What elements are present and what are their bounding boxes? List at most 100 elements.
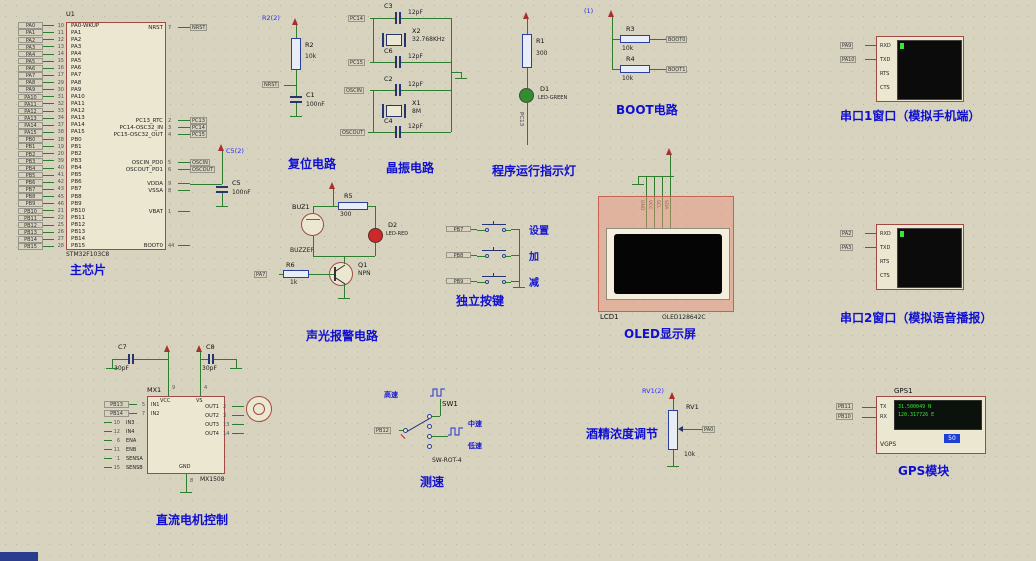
capacitor-c2[interactable] bbox=[395, 84, 401, 96]
chip-pin-row[interactable]: PA9 30 PA9 bbox=[18, 86, 99, 93]
capacitor-c1[interactable] bbox=[290, 96, 302, 103]
push-button[interactable] bbox=[477, 273, 511, 288]
net-terminal[interactable]: PC15 bbox=[348, 59, 365, 66]
net-terminal[interactable]: PA14 bbox=[18, 122, 43, 129]
chip-pin-row[interactable]: PC15-OSC32_OUT 4 PC15 bbox=[70, 131, 207, 138]
chip-pin-row[interactable]: PA14 37 PA14 bbox=[18, 122, 99, 129]
chip-pin-row[interactable]: 11 ENB bbox=[104, 445, 159, 454]
net-terminal[interactable]: PB9 bbox=[18, 200, 43, 207]
chip-pin-row[interactable]: PB8 45 PB8 bbox=[18, 193, 99, 200]
chip-pin-row[interactable]: 1 SENSA bbox=[104, 454, 159, 463]
chip-pin-row[interactable]: OUT2 3 bbox=[150, 411, 244, 420]
resistor-r6[interactable] bbox=[283, 270, 309, 278]
net-terminal[interactable]: PA13 bbox=[18, 114, 43, 122]
net-terminal[interactable]: OSCIN bbox=[344, 87, 364, 94]
capacitor-c8[interactable] bbox=[208, 354, 214, 364]
mcu-chip-body[interactable] bbox=[66, 22, 166, 250]
net-terminal[interactable]: PA11 bbox=[18, 100, 43, 107]
net-terminal[interactable]: PA9 bbox=[18, 86, 43, 93]
resistor-r2[interactable] bbox=[291, 38, 301, 70]
net-terminal[interactable]: PB12 bbox=[18, 221, 43, 229]
chip-pin-row[interactable]: PA10 31 PA10 bbox=[18, 93, 99, 100]
chip-pin-row[interactable]: PA0 10 PA0-WKUP bbox=[18, 22, 99, 29]
capacitor-c4[interactable] bbox=[395, 126, 401, 138]
net-terminal[interactable]: PA10 bbox=[840, 56, 857, 63]
net-terminal[interactable]: PA12 bbox=[18, 107, 43, 115]
chip-pin-row[interactable]: PB10 21 PB10 bbox=[18, 207, 99, 214]
resistor-r1[interactable] bbox=[522, 34, 532, 68]
chip-pin-row[interactable]: PB15 28 PB15 bbox=[18, 243, 99, 250]
chip-pin-row[interactable]: PA7 17 PA7 bbox=[18, 72, 99, 79]
chip-pin-row[interactable]: VSSA 8 bbox=[70, 187, 190, 194]
capacitor-c5[interactable] bbox=[216, 186, 228, 193]
net-terminal[interactable]: PA15 bbox=[18, 129, 43, 136]
chip-pin-row[interactable]: PB9 46 PB9 bbox=[18, 200, 99, 207]
net-terminal[interactable]: PB9 bbox=[446, 277, 471, 285]
net-terminal[interactable]: PA7 bbox=[18, 72, 43, 79]
net-terminal[interactable]: BOOT1 bbox=[666, 66, 688, 73]
net-terminal[interactable]: PB4 bbox=[18, 164, 43, 172]
dc-motor[interactable] bbox=[246, 396, 272, 422]
net-terminal[interactable]: PB7 bbox=[446, 225, 471, 233]
chip-pin-row[interactable]: OSCOUT_PD1 6 OSCOUT bbox=[70, 166, 216, 174]
chip-pin-row[interactable]: PB3 39 PB3 bbox=[18, 157, 99, 164]
net-terminal[interactable]: PB2 bbox=[18, 150, 43, 157]
chip-pin-row[interactable]: PA1 11 PA1 bbox=[18, 29, 99, 36]
chip-pin-row[interactable]: PB0 18 PB0 bbox=[18, 136, 99, 143]
net-terminal[interactable]: PA4 bbox=[18, 50, 43, 58]
switch-contact[interactable] bbox=[427, 434, 432, 439]
switch-contact[interactable] bbox=[427, 444, 432, 449]
chip-pin-row[interactable]: PB4 40 PB4 bbox=[18, 164, 99, 172]
led-green[interactable] bbox=[519, 88, 534, 103]
net-terminal[interactable]: PB14 bbox=[18, 236, 43, 243]
chip-pin-row[interactable]: OUT3 13 bbox=[150, 420, 244, 429]
net-terminal[interactable]: PB13 bbox=[104, 401, 129, 408]
motor-driver-body[interactable] bbox=[147, 396, 225, 474]
net-terminal[interactable]: PC13 bbox=[190, 117, 207, 125]
chip-pin-row[interactable]: PB13 5 IN1 bbox=[104, 400, 159, 409]
chip-pin-row[interactable]: PA8 29 PA8 bbox=[18, 79, 99, 86]
chip-pin-row[interactable]: VBAT 1 bbox=[70, 208, 190, 215]
switch-contact[interactable] bbox=[427, 414, 432, 419]
net-terminal[interactable]: OSCIN bbox=[190, 159, 210, 167]
net-terminal[interactable]: PA9 bbox=[840, 42, 854, 49]
chip-pin-row[interactable]: PB14 27 PB14 bbox=[18, 236, 99, 243]
net-terminal[interactable]: PC14 bbox=[190, 124, 207, 132]
terminal-screen[interactable] bbox=[897, 40, 962, 100]
chip-pin-row[interactable]: PB1 19 PB1 bbox=[18, 143, 99, 150]
net-terminal[interactable]: NRST bbox=[262, 81, 280, 88]
chip-pin-row[interactable]: PA13 34 PA13 bbox=[18, 114, 99, 122]
net-terminal[interactable]: PA2 bbox=[18, 36, 43, 43]
net-terminal[interactable]: PB6 bbox=[18, 179, 43, 186]
chip-pin-row[interactable]: 6 ENA bbox=[104, 436, 159, 445]
chip-pin-row[interactable]: PB11 22 PB11 bbox=[18, 214, 99, 221]
chip-pin-row[interactable]: PB13 26 PB13 bbox=[18, 228, 99, 236]
net-terminal[interactable]: PA1 bbox=[18, 29, 43, 36]
net-terminal[interactable]: PB15 bbox=[18, 243, 43, 250]
chip-pin-row[interactable]: PA11 32 PA11 bbox=[18, 100, 99, 107]
led-red[interactable] bbox=[368, 228, 383, 243]
resistor-r3[interactable] bbox=[620, 35, 650, 43]
chip-pin-row[interactable]: 12 IN4 bbox=[104, 427, 159, 436]
chip-pin-row[interactable]: OUT1 2 bbox=[150, 402, 244, 411]
chip-pin-row[interactable]: PB14 7 IN2 bbox=[104, 409, 159, 418]
chip-pin-row[interactable]: PA2 12 PA2 bbox=[18, 36, 99, 43]
resistor-r5[interactable] bbox=[338, 202, 368, 210]
chip-pin-row[interactable]: PA5 15 PA5 bbox=[18, 57, 99, 65]
net-terminal[interactable]: OSCOUT bbox=[190, 166, 216, 174]
capacitor-c7[interactable] bbox=[128, 354, 134, 364]
net-terminal[interactable]: PC14 bbox=[348, 15, 365, 22]
net-terminal[interactable]: PB13 bbox=[18, 228, 43, 236]
push-button[interactable] bbox=[477, 247, 511, 262]
net-terminal[interactable]: PB1 bbox=[18, 143, 43, 150]
chip-pin-row[interactable]: PA6 16 PA6 bbox=[18, 65, 99, 72]
net-terminal[interactable]: PA5 bbox=[18, 57, 43, 65]
chip-pin-row[interactable]: PC13_RTC 2 PC13 bbox=[70, 117, 207, 124]
push-button[interactable] bbox=[477, 221, 511, 236]
chip-pin-row[interactable]: PA15 38 PA15 bbox=[18, 129, 99, 136]
chip-pin-row[interactable]: PA4 14 PA4 bbox=[18, 50, 99, 58]
buzzer[interactable] bbox=[301, 213, 324, 236]
net-terminal[interactable]: PB10 bbox=[18, 207, 43, 214]
gps-screen[interactable] bbox=[894, 400, 982, 430]
